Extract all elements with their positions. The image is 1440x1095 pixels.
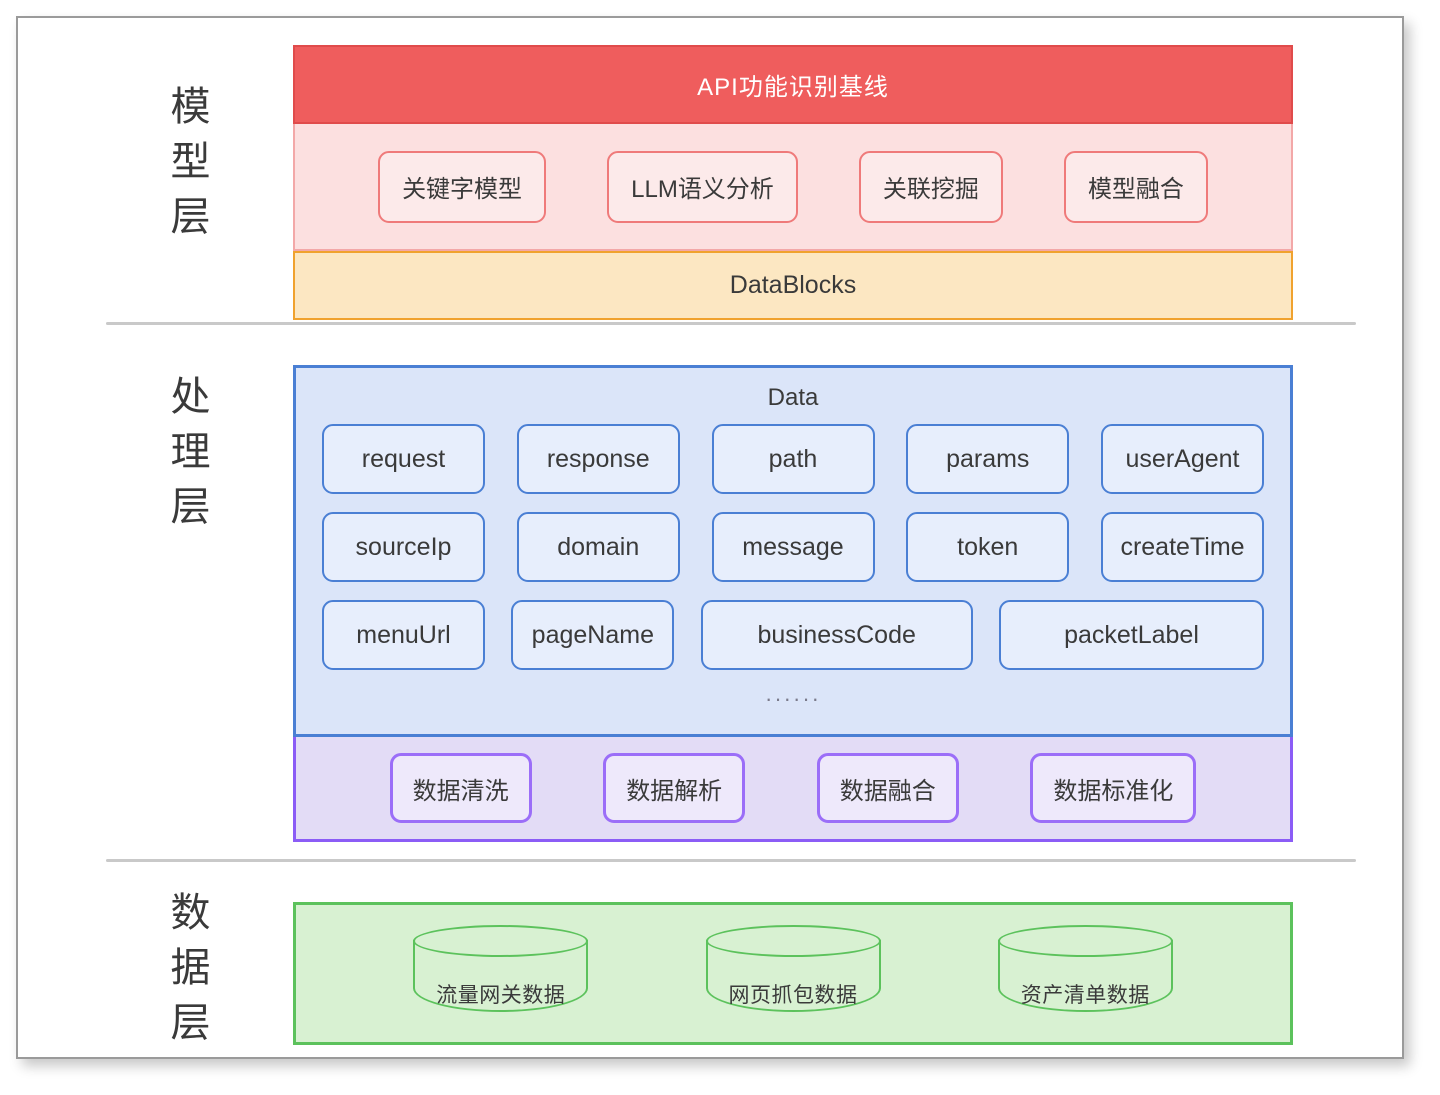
pipeline-step-data-cleaning[interactable]: 数据清洗 bbox=[389, 753, 532, 823]
datablocks-band: DataBlocks bbox=[293, 251, 1293, 320]
layer-label-data-char-1: 据 bbox=[170, 945, 212, 992]
data-field-packetlabel[interactable]: packetLabel bbox=[998, 600, 1264, 670]
model-method-llm-semantic[interactable]: LLM语义分析 bbox=[607, 150, 798, 223]
data-sources-band: 流量网关数据 网页抓包数据 资产清单数据 bbox=[293, 902, 1293, 1045]
data-field-request-label: request bbox=[361, 444, 446, 473]
data-field-sourceip[interactable]: sourceIp bbox=[322, 512, 485, 582]
data-source-web-packet-capture[interactable]: 网页抓包数据 bbox=[705, 924, 881, 1023]
data-source-asset-inventory-label: 资产清单数据 bbox=[1020, 983, 1150, 1007]
model-method-association-mining-label: 关联挖掘 bbox=[882, 176, 979, 203]
data-field-sourceip-label: sourceIp bbox=[355, 532, 452, 561]
data-field-params[interactable]: params bbox=[906, 424, 1070, 494]
api-baseline-banner: API功能识别基线 bbox=[293, 45, 1293, 124]
pipeline-step-data-parsing-label: 数据解析 bbox=[626, 777, 723, 805]
data-fields-more-indicator: ······ bbox=[765, 686, 821, 711]
divider-process-data bbox=[106, 859, 1356, 862]
pipeline-step-data-standardization[interactable]: 数据标准化 bbox=[1030, 753, 1197, 823]
database-cylinder-icon bbox=[997, 939, 1173, 1012]
diagram-card: 模 型 层 API功能识别基线 关键字模型 LLM语义分析 关联挖掘 模型融 bbox=[16, 16, 1404, 1059]
data-field-businesscode[interactable]: businessCode bbox=[700, 600, 973, 670]
data-field-response-label: response bbox=[546, 444, 650, 473]
database-cylinder-top-icon bbox=[997, 924, 1173, 957]
data-field-packetlabel-label: packetLabel bbox=[1064, 620, 1199, 649]
data-pipeline-band: 数据清洗 数据解析 数据融合 数据标准化 bbox=[293, 737, 1293, 842]
data-field-businesscode-label: businessCode bbox=[757, 620, 916, 649]
model-method-keyword[interactable]: 关键字模型 bbox=[378, 150, 547, 223]
data-fields-title: Data bbox=[767, 384, 819, 411]
process-layer-stack: Data request response path params bbox=[293, 365, 1293, 842]
database-cylinder-top-icon bbox=[705, 924, 881, 957]
layer-label-process-char-0: 处 bbox=[170, 374, 212, 420]
datablocks-label: DataBlocks bbox=[729, 271, 857, 299]
model-method-model-fusion-label: 模型融合 bbox=[1087, 176, 1184, 203]
model-methods-band: 关键字模型 LLM语义分析 关联挖掘 模型融合 bbox=[293, 124, 1293, 251]
database-cylinder-icon bbox=[413, 939, 589, 1012]
pipeline-step-data-parsing[interactable]: 数据解析 bbox=[603, 753, 746, 823]
data-field-menuurl[interactable]: menuUrl bbox=[322, 600, 485, 670]
layer-label-process: 处 理 层 bbox=[136, 370, 246, 536]
layer-label-data-char-2: 层 bbox=[170, 1000, 212, 1047]
data-field-path[interactable]: path bbox=[711, 424, 875, 494]
model-method-keyword-label: 关键字模型 bbox=[402, 176, 523, 203]
data-field-row: menuUrl pageName businessCode packetLabe… bbox=[322, 600, 1264, 670]
data-field-row: request response path params userAgent bbox=[322, 424, 1264, 494]
data-field-message[interactable]: message bbox=[711, 512, 875, 582]
data-source-web-packet-capture-label: 网页抓包数据 bbox=[728, 983, 858, 1007]
model-layer-stack: API功能识别基线 关键字模型 LLM语义分析 关联挖掘 模型融合 DataBl… bbox=[293, 45, 1293, 320]
data-field-request[interactable]: request bbox=[322, 424, 485, 494]
divider-model-process bbox=[106, 322, 1356, 325]
data-field-token-label: token bbox=[957, 532, 1019, 561]
data-field-createtime[interactable]: createTime bbox=[1101, 512, 1264, 582]
database-cylinder-icon bbox=[705, 939, 881, 1012]
data-field-domain[interactable]: domain bbox=[516, 512, 680, 582]
data-field-params-label: params bbox=[946, 444, 1030, 473]
data-field-row: sourceIp domain message token createTime bbox=[322, 512, 1264, 582]
layer-label-model-char-2: 层 bbox=[170, 194, 212, 241]
api-baseline-banner-title: API功能识别基线 bbox=[697, 74, 889, 101]
pipeline-step-data-cleaning-label: 数据清洗 bbox=[412, 777, 509, 805]
layer-label-process-char-2: 层 bbox=[170, 484, 212, 531]
layer-label-data: 数 据 层 bbox=[136, 886, 246, 1052]
data-field-useragent[interactable]: userAgent bbox=[1101, 424, 1264, 494]
layer-label-process-char-1: 理 bbox=[170, 429, 212, 476]
data-field-pagename-label: pageName bbox=[531, 620, 654, 649]
pipeline-step-data-fusion[interactable]: 数据融合 bbox=[816, 753, 959, 823]
data-field-domain-label: domain bbox=[557, 532, 640, 561]
data-field-message-label: message bbox=[742, 532, 844, 561]
data-field-token[interactable]: token bbox=[906, 512, 1070, 582]
layer-label-model: 模 型 层 bbox=[136, 80, 246, 246]
data-field-path-label: path bbox=[768, 444, 818, 473]
layer-label-model-char-1: 型 bbox=[170, 139, 212, 186]
data-fields-band: Data request response path params bbox=[293, 365, 1293, 737]
layer-label-data-char-0: 数 bbox=[170, 890, 212, 936]
model-method-association-mining[interactable]: 关联挖掘 bbox=[858, 150, 1003, 223]
data-source-traffic-gateway-label: 流量网关数据 bbox=[436, 983, 566, 1007]
data-field-response[interactable]: response bbox=[516, 424, 680, 494]
data-field-pagename[interactable]: pageName bbox=[511, 600, 675, 670]
data-source-traffic-gateway[interactable]: 流量网关数据 bbox=[413, 924, 589, 1023]
pipeline-step-data-standardization-label: 数据标准化 bbox=[1053, 777, 1174, 805]
data-field-createtime-label: createTime bbox=[1120, 532, 1245, 561]
pipeline-step-data-fusion-label: 数据融合 bbox=[839, 777, 936, 805]
database-cylinder-top-icon bbox=[413, 924, 589, 957]
data-field-useragent-label: userAgent bbox=[1125, 444, 1240, 473]
data-source-asset-inventory[interactable]: 资产清单数据 bbox=[997, 924, 1173, 1023]
model-method-model-fusion[interactable]: 模型融合 bbox=[1063, 150, 1208, 223]
layer-label-model-char-0: 模 bbox=[170, 84, 212, 130]
model-method-llm-semantic-label: LLM语义分析 bbox=[631, 176, 774, 203]
data-field-menuurl-label: menuUrl bbox=[356, 620, 451, 649]
